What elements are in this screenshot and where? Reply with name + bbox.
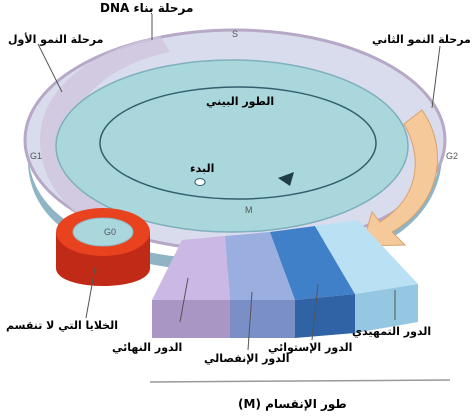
g0-inner bbox=[73, 218, 133, 246]
g2-ring-letter: G2 bbox=[446, 152, 458, 161]
cycle-disk bbox=[56, 60, 408, 232]
start-marker bbox=[195, 179, 205, 186]
anaphase-segment-side bbox=[230, 300, 295, 338]
g0-ring-letter: G0 bbox=[104, 228, 116, 237]
mitosis-bracket bbox=[150, 380, 450, 382]
non-dividing-label: الخلايا التي لا تنقسم bbox=[6, 320, 118, 331]
g1-phase-label: مرحلة النمو الأول bbox=[8, 34, 103, 45]
prophase-label: الدور التمهيدي bbox=[352, 326, 431, 337]
start-label: البدء bbox=[190, 163, 214, 174]
g2-phase-label: مرحلة النمو الثاني bbox=[372, 34, 471, 45]
telophase-segment-top bbox=[152, 236, 230, 300]
dna-phase-label: مرحلة بناء DNA bbox=[100, 2, 193, 14]
telophase-segment-side bbox=[152, 300, 230, 338]
anaphase-label: الدور الإنفصالي bbox=[204, 353, 290, 364]
g1-ring-letter: G1 bbox=[30, 152, 42, 161]
telophase-label: الدور النهائي bbox=[112, 342, 182, 353]
m-ring-letter: M bbox=[245, 206, 253, 215]
s-ring-letter: S bbox=[232, 30, 238, 39]
mitosis-label: طور الإنقسام (M) bbox=[238, 398, 347, 410]
leader-line bbox=[432, 46, 440, 108]
leader-line bbox=[38, 44, 62, 92]
metaphase-segment-side bbox=[295, 294, 355, 338]
interphase-label: الطور البيني bbox=[206, 96, 274, 107]
